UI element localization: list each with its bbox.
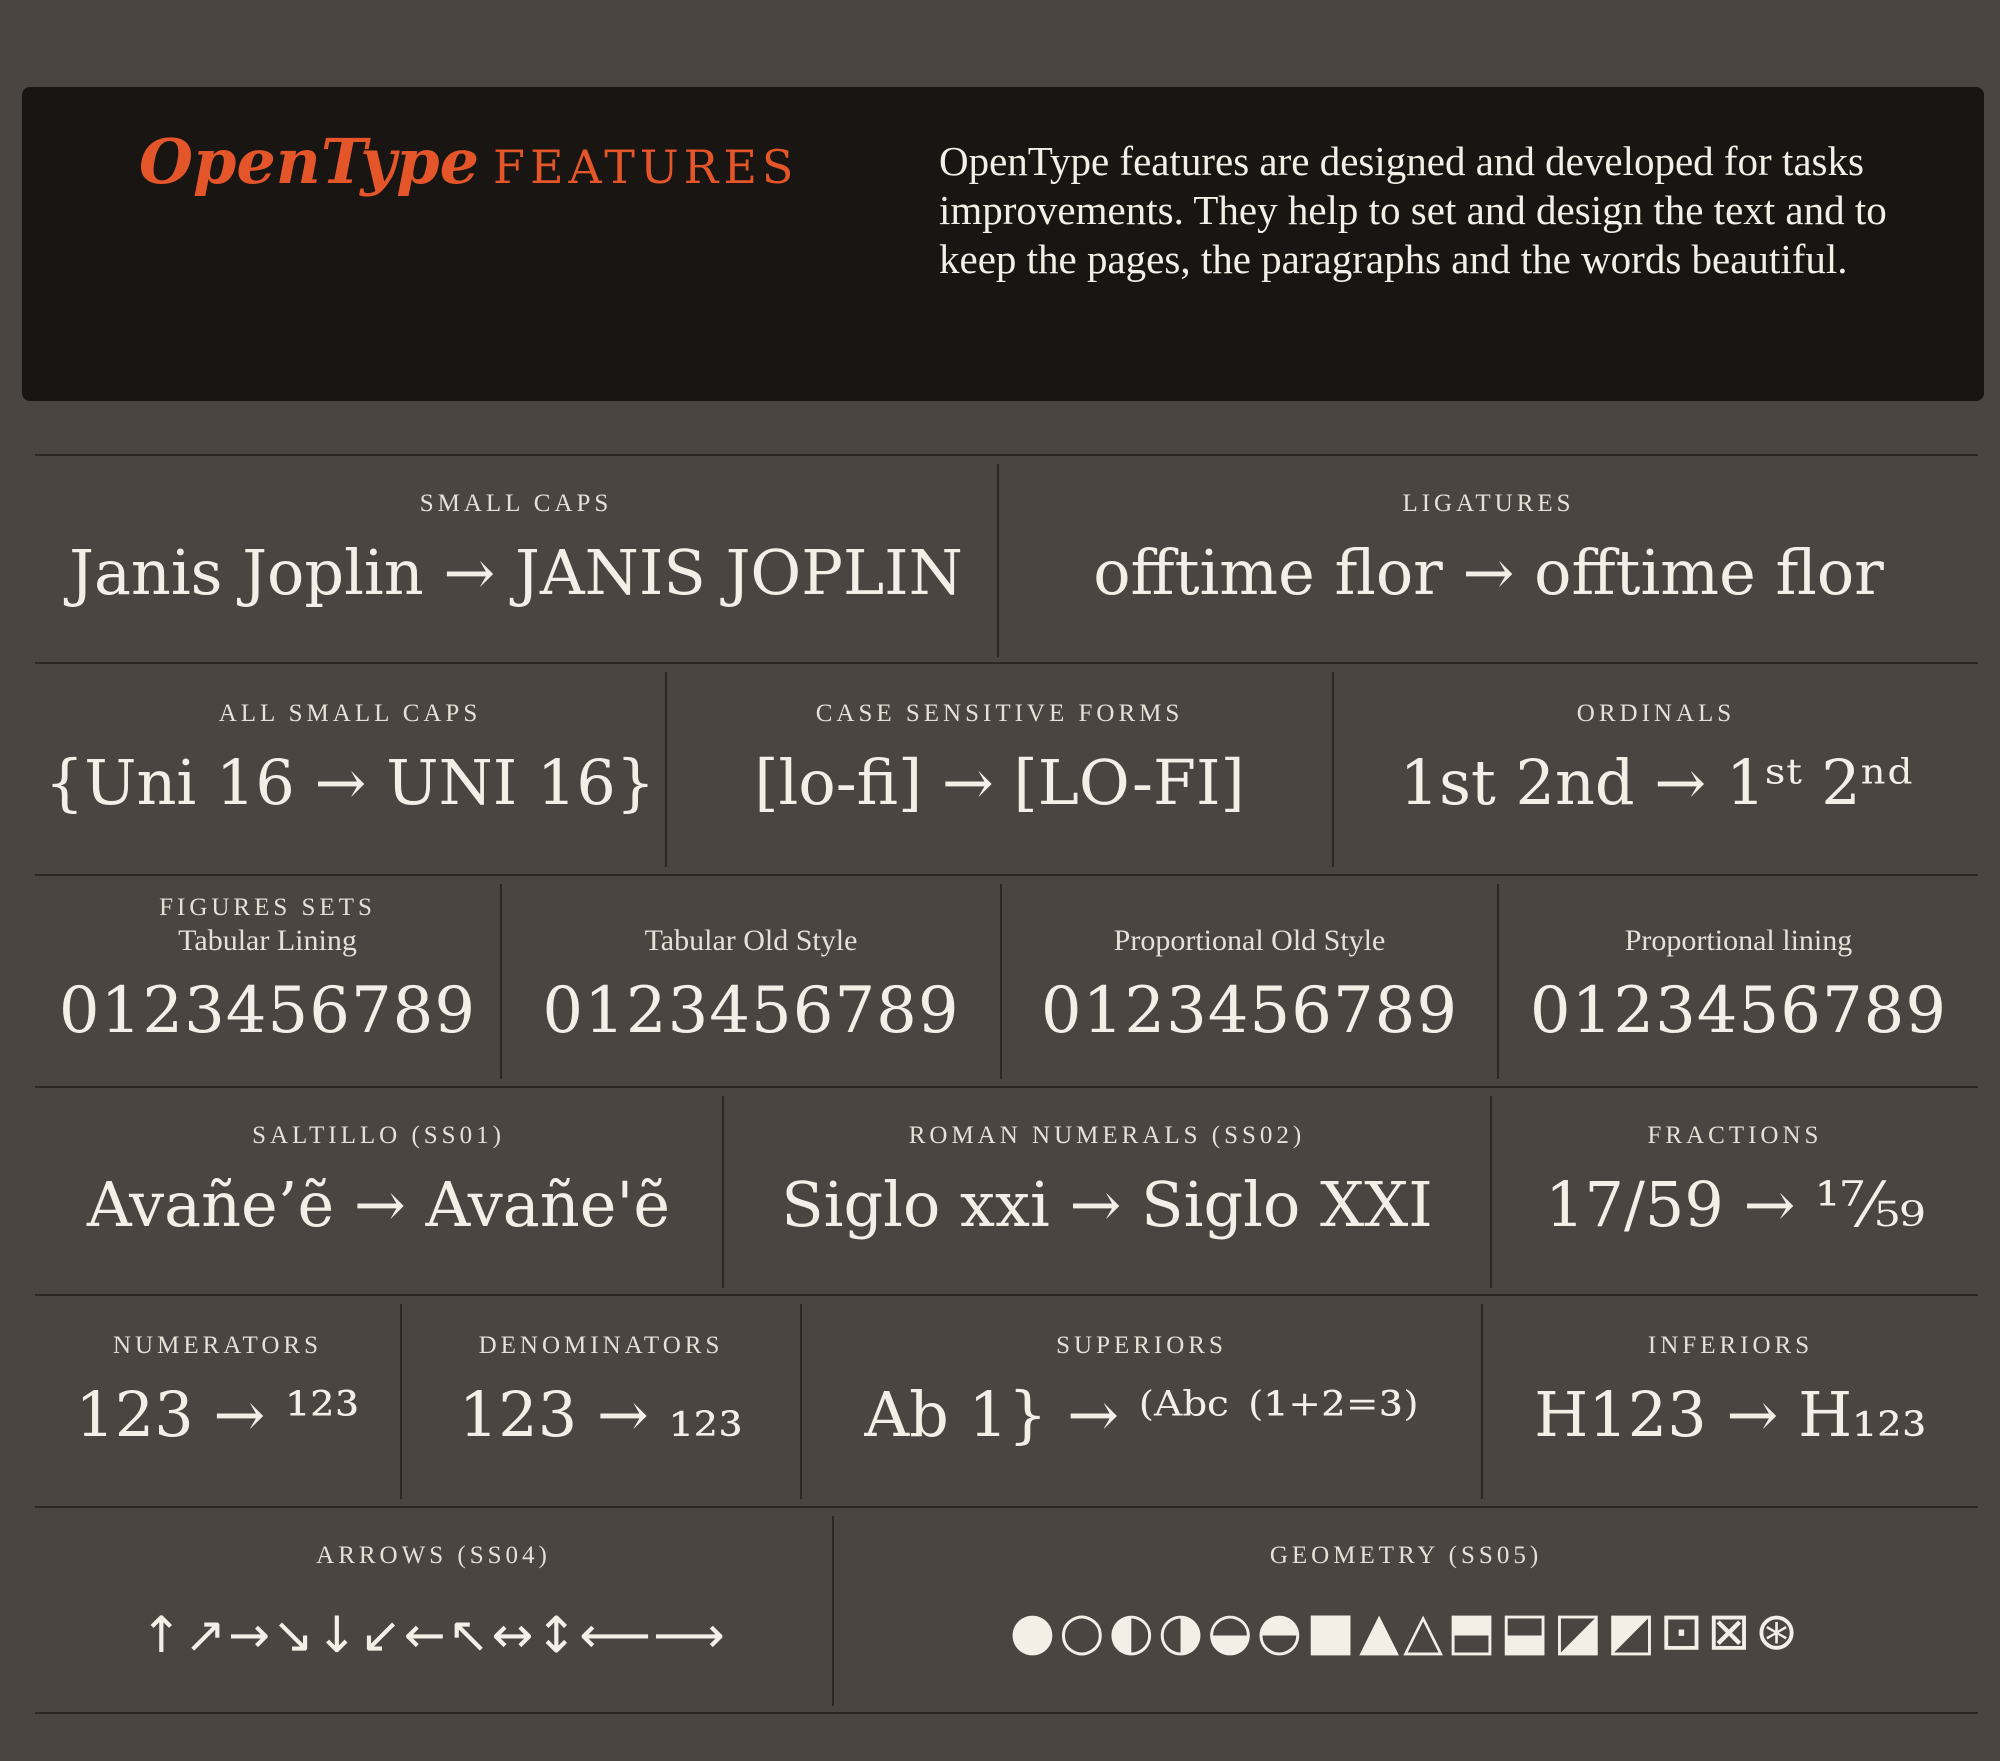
divider	[997, 464, 999, 657]
feature-sample: 0123456789	[58, 974, 477, 1048]
divider	[35, 662, 1978, 664]
feature-sample: offtime flor → offtime flor	[1093, 536, 1884, 609]
arrow-glyphs: ↑↗→↘↓↙←↖↔↕⟵⟶	[140, 1606, 727, 1664]
feature-label: Figures sets	[159, 894, 376, 921]
feature-sample: 123 → ₁₂₃	[458, 1378, 744, 1451]
feature-sample: H123 → H₁₂₃	[1534, 1378, 1927, 1451]
feature-tabular-lining: Figures sets Tabular Lining 0123456789	[35, 874, 500, 1086]
feature-arrows: Arrows (ss04) ↑↗→↘↓↙←↖↔↕⟵⟶	[35, 1506, 832, 1712]
divider	[35, 454, 1978, 456]
feature-label: Ligatures	[1402, 490, 1575, 517]
divider	[35, 1712, 1978, 1714]
divider	[500, 884, 502, 1079]
divider	[832, 1516, 834, 1706]
feature-sublabel: Tabular Lining	[178, 924, 357, 957]
divider	[1481, 1304, 1483, 1499]
feature-label: All Small caps	[218, 700, 482, 727]
feature-small-caps: Small caps Janis Joplin → JANIS JOPLIN	[35, 454, 997, 662]
feature-sample: Janis Joplin → JANIS JOPLIN	[69, 536, 963, 609]
feature-ligatures: Ligatures offtime flor → offtime flor	[999, 454, 1978, 662]
feature-geometry: Geometry (ss05) ●○◐◑◒◓■▲△⬒⬓◪◩⊡⊠⊛	[834, 1506, 1978, 1712]
feature-sample: 17/59 → ¹⁷⁄₅₉	[1545, 1168, 1925, 1241]
feature-case-sensitive-forms: Case sensitive forms [lo-fi] → [LO-FI]	[667, 662, 1332, 874]
title-main: OpenType	[139, 125, 480, 198]
feature-superiors: Superiors Ab 1} → ⁽ᴬᵇᶜ ⁽¹⁺²⁼³⁾	[802, 1294, 1481, 1506]
divider	[35, 874, 1978, 876]
divider	[35, 1294, 1978, 1296]
feature-roman-numerals: Roman numerals (ss02) Siglo xxi → Siglo …	[724, 1086, 1490, 1294]
feature-label: Denominators	[478, 1332, 724, 1359]
feature-label: Ordinals	[1576, 700, 1736, 727]
divider	[665, 672, 667, 867]
feature-proportional-lining: Proportional lining 0123456789	[1499, 874, 1978, 1086]
feature-label: Case sensitive forms	[815, 700, 1184, 727]
feature-numerators: Numerators 123 → ¹²³	[35, 1294, 400, 1506]
feature-label: Fractions	[1647, 1122, 1823, 1149]
feature-label: Roman numerals (ss02)	[908, 1122, 1306, 1149]
feature-sample: 0123456789	[1040, 974, 1459, 1048]
feature-all-small-caps: All Small caps {Uni 16 → UNI 16}	[35, 662, 665, 874]
feature-sample: Siglo xxi → Siglo XXI	[781, 1168, 1433, 1241]
divider	[1490, 1096, 1492, 1288]
title-small-caps: FEATURES	[493, 140, 799, 194]
feature-sample: 1st 2nd → 1ˢᵗ 2ⁿᵈ	[1399, 746, 1913, 819]
feature-label: Superiors	[1056, 1332, 1227, 1359]
feature-label: Saltillo (ss01)	[252, 1122, 505, 1149]
feature-tabular-old-style: Tabular Old Style 0123456789	[502, 874, 1000, 1086]
divider	[1332, 672, 1334, 867]
feature-fractions: Fractions 17/59 → ¹⁷⁄₅₉	[1492, 1086, 1978, 1294]
feature-sublabel: Proportional Old Style	[1113, 924, 1386, 957]
divider	[1000, 884, 1002, 1079]
feature-label: Geometry (ss05)	[1269, 1542, 1543, 1569]
divider	[35, 1086, 1978, 1088]
feature-sublabel: Proportional lining	[1624, 924, 1853, 957]
divider	[35, 1506, 1978, 1508]
divider	[400, 1304, 402, 1499]
feature-denominators: Denominators 123 → ₁₂₃	[402, 1294, 800, 1506]
feature-sample: {Uni 16 → UNI 16}	[44, 746, 656, 819]
feature-label: Numerators	[112, 1332, 323, 1359]
feature-sample: Ab 1} → ⁽ᴬᵇᶜ ⁽¹⁺²⁼³⁾	[864, 1378, 1419, 1451]
feature-sample: 123 → ¹²³	[75, 1378, 360, 1451]
divider	[722, 1096, 724, 1288]
feature-inferiors: Inferiors H123 → H₁₂₃	[1483, 1294, 1978, 1506]
divider	[1497, 884, 1499, 1079]
divider	[800, 1304, 802, 1499]
feature-label: Arrows (ss04)	[316, 1542, 551, 1569]
feature-label: Small caps	[419, 490, 613, 517]
feature-label: Inferiors	[1647, 1332, 1814, 1359]
feature-sample: Avañe’ẽ → Avañeꞌẽ	[86, 1168, 671, 1241]
intro-text: OpenType features are designed and devel…	[939, 138, 1887, 282]
feature-proportional-old-style: Proportional Old Style 0123456789	[1002, 874, 1497, 1086]
geometry-glyphs: ●○◐◑◒◓■▲△⬒⬓◪◩⊡⊠⊛	[1009, 1602, 1803, 1662]
feature-ordinals: Ordinals 1st 2nd → 1ˢᵗ 2ⁿᵈ	[1334, 662, 1978, 874]
feature-sample: [lo-fi] → [LO-FI]	[754, 746, 1245, 819]
feature-sample: 0123456789	[1529, 974, 1948, 1048]
feature-sublabel: Tabular Old Style	[644, 924, 858, 957]
feature-sample: 0123456789	[542, 974, 960, 1048]
feature-saltillo: Saltillo (ss01) Avañe’ẽ → Avañeꞌẽ	[35, 1086, 722, 1294]
